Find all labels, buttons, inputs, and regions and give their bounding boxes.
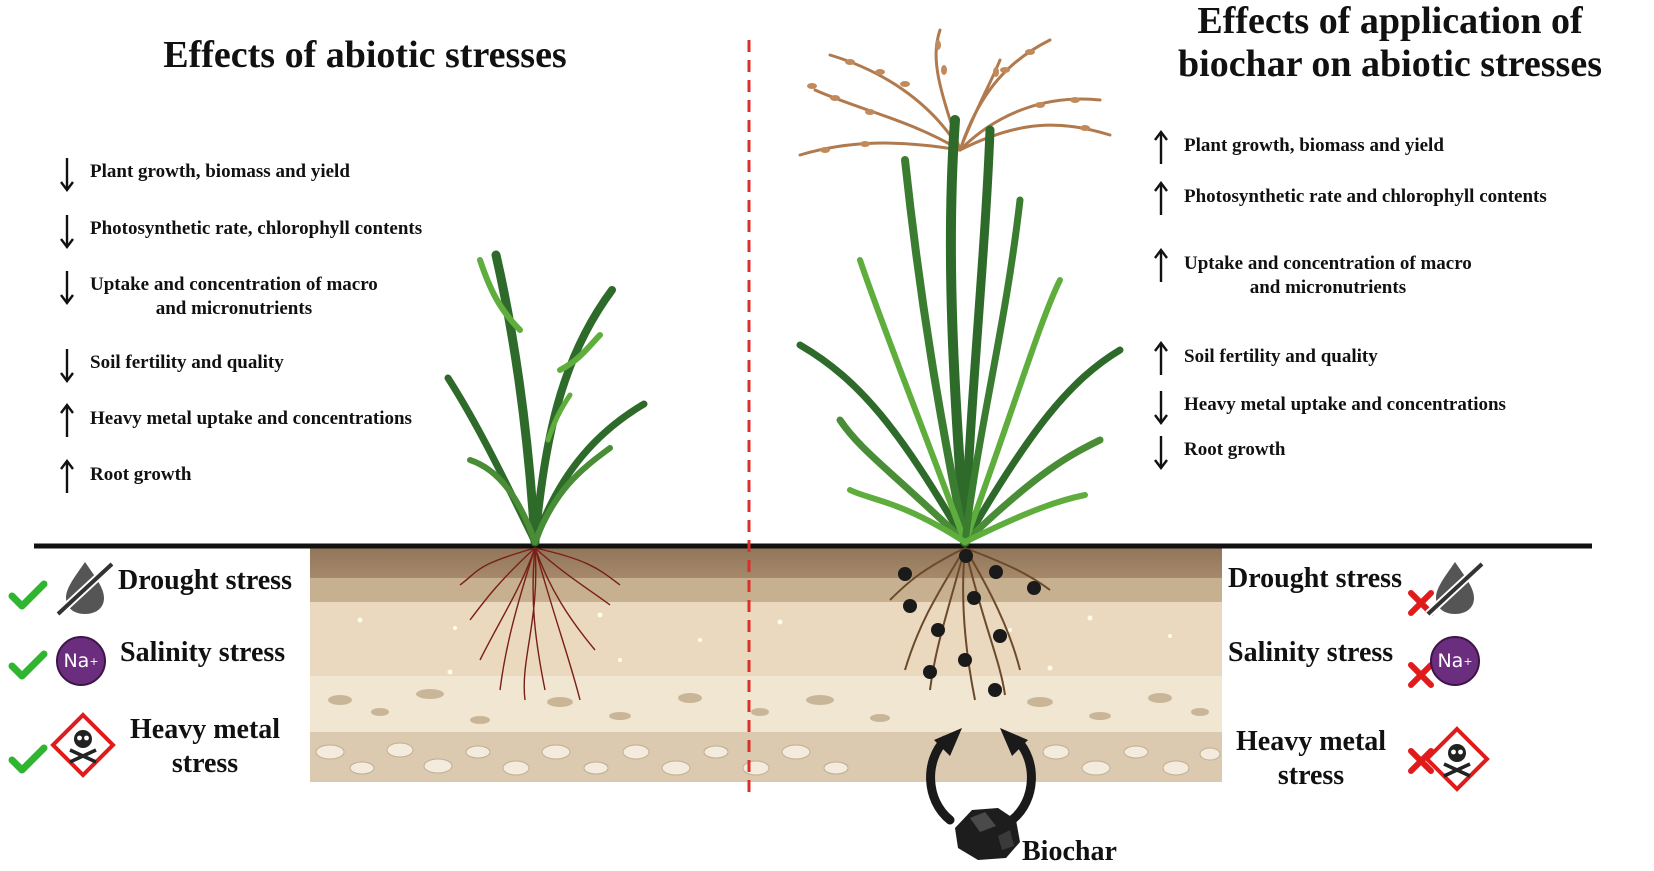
right-effect-item: Soil fertility and quality: [1150, 341, 1378, 379]
left-effect-item: Root growth: [56, 459, 192, 497]
down-arrow-icon: [1154, 436, 1168, 470]
left-effect-item: Uptake and concentration of macro and mi…: [56, 271, 378, 321]
check-icon: [8, 650, 48, 680]
na-ion-symbol: Na: [1437, 650, 1464, 672]
down-arrow-icon: [60, 158, 74, 192]
down-arrow-icon: [60, 271, 74, 305]
right-effect-text: Photosynthetic rate and chlorophyll cont…: [1184, 186, 1547, 207]
up-arrow-icon: [1154, 341, 1168, 375]
left-stress-label-salinity: Salinity stress: [120, 637, 286, 668]
right-stress-label-drought: Drought stress: [1228, 563, 1402, 594]
right-stress-label-heavy-metal: Heavy metal stress: [1236, 726, 1387, 791]
right-stress-label-salinity: Salinity stress: [1228, 637, 1394, 668]
left-effect-text: Soil fertility and quality: [90, 352, 284, 373]
right-panel-title: Effects of application of biochar on abi…: [1178, 0, 1602, 85]
na-ion-charge: +: [89, 654, 99, 668]
left-panel-title: Effects of abiotic stresses: [163, 34, 567, 76]
healthy-plant-leaves: [796, 115, 1124, 547]
down-arrow-icon: [60, 215, 74, 249]
left-effect-text: Uptake and concentration of macro and mi…: [90, 274, 378, 319]
drought-icon: [55, 561, 115, 617]
healthy-plant-panicles: [798, 28, 1112, 157]
na-ion-symbol: Na: [63, 650, 90, 672]
right-effect-item: Uptake and concentration of macro and mi…: [1150, 248, 1472, 300]
soil-specks: [357, 612, 1172, 675]
left-effect-item: Photosynthetic rate, chlorophyll content…: [56, 215, 423, 251]
check-icon: [8, 744, 48, 774]
left-effect-text: Photosynthetic rate, chlorophyll content…: [90, 218, 423, 239]
biochar-lump-icon: [955, 808, 1020, 860]
cross-icon: [1408, 662, 1434, 688]
left-effect-item: Soil fertility and quality: [56, 349, 284, 385]
up-arrow-icon: [60, 403, 74, 437]
stressed-plant-leaves: [444, 250, 648, 547]
cycle-arrows-icon: [926, 735, 1036, 825]
left-stress-label-drought: Drought stress: [118, 565, 292, 596]
cross-icon: [1408, 748, 1434, 774]
right-effect-item: Plant growth, biomass and yield: [1150, 130, 1444, 168]
toxic-hazard-icon: [1424, 726, 1490, 792]
right-effect-text: Heavy metal uptake and concentrations: [1184, 394, 1506, 415]
na-ion-icon: Na+: [1430, 636, 1480, 686]
down-arrow-icon: [1154, 391, 1168, 425]
up-arrow-icon: [60, 459, 74, 493]
left-effect-text: Root growth: [90, 464, 192, 485]
left-effect-text: Heavy metal uptake and concentrations: [90, 408, 412, 429]
soil-layers: [310, 546, 1222, 782]
right-effect-text: Root growth: [1184, 439, 1286, 460]
drought-icon: [1425, 561, 1485, 617]
soil-pebbles: [328, 689, 1209, 724]
left-effect-item: Plant growth, biomass and yield: [56, 158, 350, 194]
check-icon: [8, 580, 48, 610]
left-stress-label-heavy-metal: Heavy metal stress: [130, 714, 281, 779]
biochar-particles: [898, 549, 1041, 697]
right-effect-item: Photosynthetic rate and chlorophyll cont…: [1150, 181, 1547, 219]
na-ion-charge: +: [1463, 654, 1473, 668]
left-effect-item: Heavy metal uptake and concentrations: [56, 403, 412, 441]
up-arrow-icon: [1154, 248, 1168, 282]
right-effect-text: Uptake and concentration of macro and mi…: [1184, 253, 1472, 298]
right-effect-text: Soil fertility and quality: [1184, 346, 1378, 367]
healthy-plant-grains: [807, 40, 1090, 153]
up-arrow-icon: [1154, 130, 1168, 164]
right-effect-text: Plant growth, biomass and yield: [1184, 135, 1444, 156]
biochar-label: Biochar: [1022, 836, 1117, 867]
left-effect-text: Plant growth, biomass and yield: [90, 161, 350, 182]
right-effect-item: Heavy metal uptake and concentrations: [1150, 391, 1506, 427]
down-arrow-icon: [60, 349, 74, 383]
up-arrow-icon: [1154, 181, 1168, 215]
stressed-plant-roots: [459, 547, 621, 701]
right-effect-item: Root growth: [1150, 436, 1286, 472]
na-ion-icon: Na+: [56, 636, 106, 686]
toxic-hazard-icon: [50, 712, 116, 778]
